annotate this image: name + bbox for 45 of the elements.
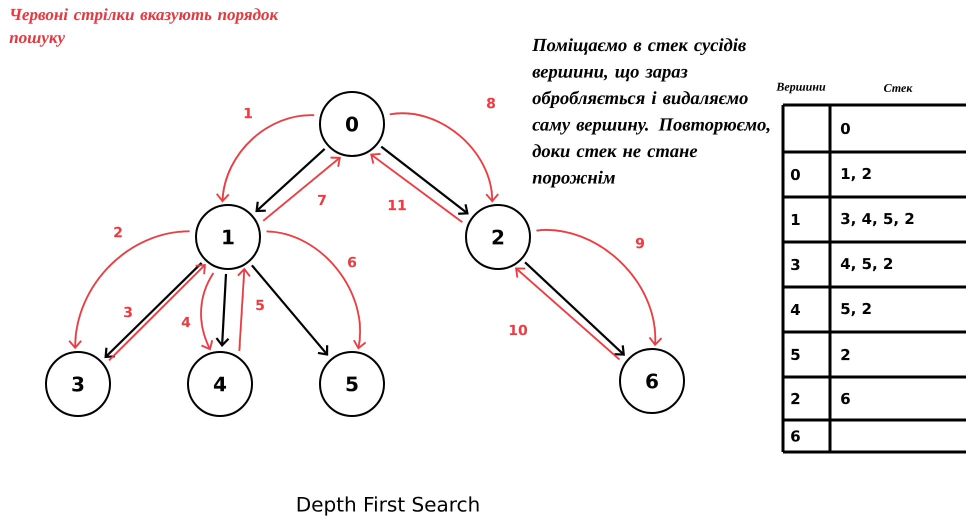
arrow bbox=[262, 156, 341, 222]
arrow bbox=[380, 146, 469, 215]
arrow bbox=[200, 272, 214, 350]
arrow bbox=[390, 112, 499, 202]
edge-label: 11 bbox=[388, 200, 406, 210]
column-header: Вершини bbox=[776, 82, 826, 94]
column-header: Стек bbox=[884, 84, 913, 92]
edge-label: 2 bbox=[114, 226, 122, 238]
edge-label: 7 bbox=[318, 194, 326, 206]
table-cell: 4, 5, 2 bbox=[840, 258, 892, 272]
arrow bbox=[68, 230, 190, 350]
edge-label: 10 bbox=[510, 324, 528, 336]
table-cell: 5, 2 bbox=[841, 302, 871, 316]
arrow bbox=[536, 229, 662, 346]
table-cell: 5 bbox=[791, 348, 800, 360]
table-cell: 4 bbox=[790, 304, 800, 315]
note-text: Червоні стрілки вказують порядок пошуку bbox=[10, 8, 278, 47]
arrow bbox=[515, 267, 620, 360]
arrow bbox=[370, 153, 463, 223]
arrow bbox=[237, 268, 251, 352]
arrow bbox=[524, 261, 625, 356]
edge-label: 5 bbox=[256, 300, 264, 310]
table-cell: 2 bbox=[791, 392, 800, 404]
table-cell: 6 bbox=[791, 430, 800, 442]
arrow bbox=[216, 114, 314, 203]
edge-label: 3 bbox=[124, 306, 132, 318]
arrow bbox=[255, 148, 326, 212]
table-cell: 6 bbox=[841, 392, 850, 404]
table-cell: 3, 4, 5, 2 bbox=[841, 212, 914, 226]
arrow bbox=[216, 274, 230, 348]
edge-label: 9 bbox=[636, 238, 644, 248]
table-cell: 3 bbox=[791, 258, 800, 270]
table-cell: 1, 2 bbox=[842, 168, 871, 182]
edge-label: 1 bbox=[244, 108, 252, 118]
edge-label: 4 bbox=[182, 316, 190, 328]
table-cell: 0 bbox=[840, 122, 850, 134]
edge-label: 8 bbox=[487, 98, 496, 108]
arrow bbox=[251, 264, 328, 356]
table-cell: 1 bbox=[792, 214, 800, 225]
table-cell: 2 bbox=[841, 348, 850, 360]
table-cell: 0 bbox=[790, 168, 800, 180]
note-text: Поміщаємо в стек сусідів вершини, що зараз обробляється і видаляємо саму вершину. Повторюємо, доки стек не стане порожнім bbox=[532, 38, 770, 188]
caption: Depth First Search bbox=[298, 496, 479, 516]
edge-label: 6 bbox=[348, 256, 356, 268]
arrow bbox=[266, 230, 366, 350]
